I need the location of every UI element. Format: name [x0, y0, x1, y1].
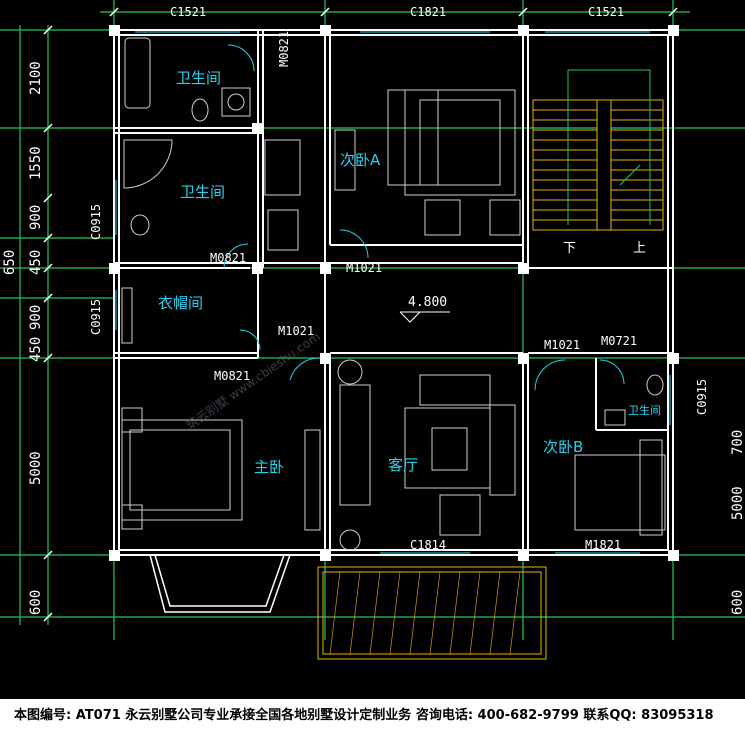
dim-left-900-lower: 900: [28, 305, 44, 330]
door-label-m1821: M1821: [585, 538, 621, 552]
watermark-text: 筑云别墅 www.cbieshu.com: [183, 329, 323, 433]
walls: [113, 29, 674, 556]
door-label-m0821-closet: M0821: [210, 251, 246, 265]
furniture: [121, 37, 666, 551]
window-label-c0915-a: C0915: [89, 204, 103, 240]
dim-left-650: 650: [2, 250, 18, 275]
staircase: [532, 99, 664, 231]
axis-grid: [0, 0, 745, 640]
door-label-m1021-bedroom-a: M1021: [346, 261, 382, 275]
stair-down-label: 下: [563, 241, 576, 256]
dim-left-900-upper: 900: [28, 205, 44, 230]
stair-direction-arrows: [567, 69, 651, 225]
window-label-c0915-b: C0915: [89, 299, 103, 335]
window-label-c1521-right: C1521: [588, 5, 624, 19]
window-label-c1821-top: C1821: [410, 5, 446, 19]
window-label-c1521-left: C1521: [170, 5, 206, 19]
dim-left-450-upper: 450: [28, 250, 44, 275]
dim-right-5000: 5000: [730, 486, 745, 520]
room-label-bedroom-a: 次卧A: [340, 151, 381, 169]
window-label-c1814: C1814: [410, 538, 446, 552]
room-label-bath2: 卫生间: [180, 183, 225, 201]
dim-left-600: 600: [28, 590, 44, 615]
dim-left-450-lower: 450: [28, 337, 44, 362]
room-label-small-bath: 卫生间: [628, 403, 661, 417]
door-swings: [223, 44, 625, 391]
door-label-m0821-master: M0821: [214, 369, 250, 383]
elevation-label: 4.800: [408, 295, 447, 310]
stair-up-label: 上: [633, 241, 646, 256]
door-label-m0821-bath1: M0821: [277, 31, 291, 67]
balcony-hatch: [329, 571, 521, 655]
room-label-closet: 衣帽间: [158, 294, 203, 312]
room-label-bedroom-b: 次卧B: [543, 438, 583, 456]
balcony: [317, 566, 547, 660]
dimension-ticks: [43, 7, 678, 622]
windows: [115, 31, 671, 554]
door-label-m0721: M0721: [601, 334, 637, 348]
room-label-living-room: 客厅: [388, 456, 418, 474]
columns: [109, 25, 679, 561]
dim-right-700: 700: [730, 430, 745, 455]
footer-banner: 本图编号: AT071 永云别墅公司专业承接全国各地别墅设计定制业务 咨询电话:…: [0, 699, 745, 733]
dim-left-2100: 2100: [28, 61, 44, 95]
window-label-c0915-c: C0915: [695, 379, 709, 415]
dim-right-600: 600: [730, 590, 745, 615]
door-label-m1021-hall: M1021: [278, 324, 314, 338]
room-label-master-bedroom: 主卧: [254, 458, 284, 476]
dim-left-5000: 5000: [28, 451, 44, 485]
elevation-marker: [399, 311, 450, 323]
door-label-m1021-bedroom-b: M1021: [544, 338, 580, 352]
dim-left-1550: 1550: [28, 146, 44, 180]
room-label-bath1: 卫生间: [176, 69, 221, 87]
bay-window: [149, 554, 291, 613]
